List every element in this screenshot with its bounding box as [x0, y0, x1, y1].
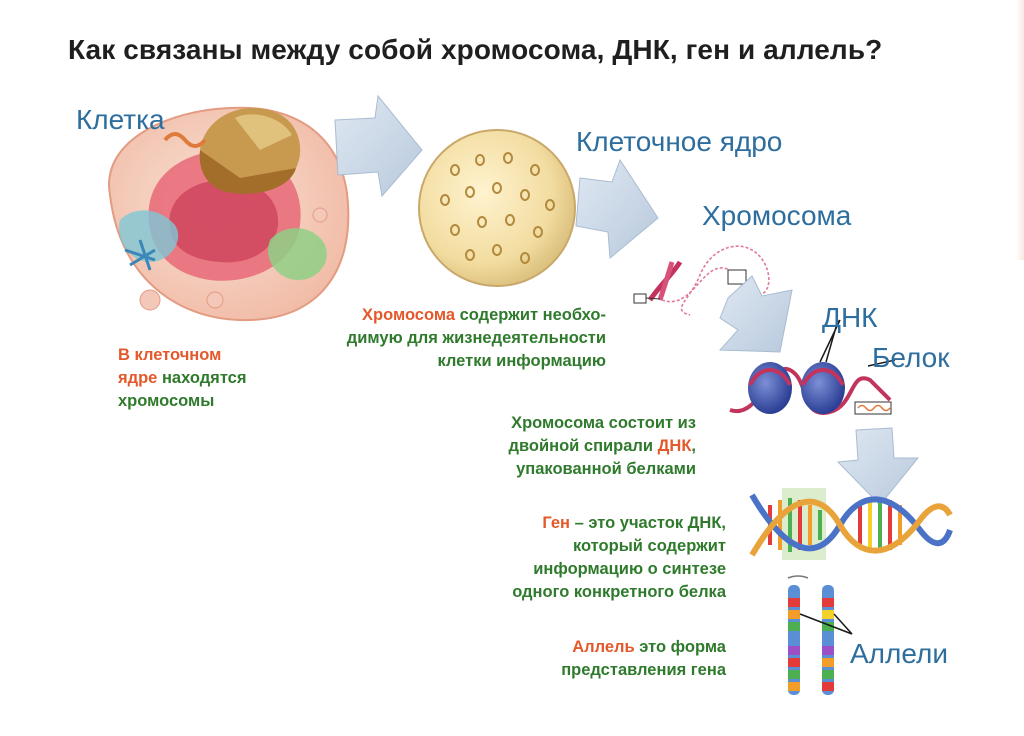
page-title: Как связаны между собой хромосома, ДНК, …	[68, 34, 883, 65]
label-alleles: Аллели	[850, 638, 948, 669]
arrow-cell-to-nucleus	[334, 94, 423, 198]
arrow-chromosome-to-dna	[718, 275, 793, 353]
label-protein: Белок	[872, 342, 950, 373]
dna-protein-illustration	[729, 319, 896, 416]
label-nucleus: Клеточное ядро	[576, 126, 783, 157]
caption-gene: Ген – это участок ДНК, который содержит …	[512, 514, 726, 601]
label-cell: Клетка	[76, 104, 165, 135]
arrow-nucleus-to-chromosome	[575, 158, 659, 260]
cell-illustration	[108, 106, 350, 322]
label-dna: ДНК	[822, 302, 878, 333]
nucleus-illustration	[418, 129, 576, 287]
page-edge-shadow	[1016, 0, 1024, 260]
chromosome-illustration	[633, 245, 770, 316]
caption-dna: Хромосома состоит из двойной спирали ДНК…	[508, 414, 697, 478]
arrow-dna-to-helix	[836, 427, 920, 506]
caption-nucleus: В клеточном ядре находятся хромосомы	[118, 346, 247, 410]
caption-allele: Аллель это форма представления гена	[561, 638, 726, 679]
label-chromosome: Хромосома	[702, 200, 852, 231]
double-helix-illustration	[749, 488, 953, 560]
allele-chromosome-pair	[787, 575, 853, 695]
caption-chromosome: Хромосома содержит необхо- димую для жиз…	[346, 306, 606, 370]
